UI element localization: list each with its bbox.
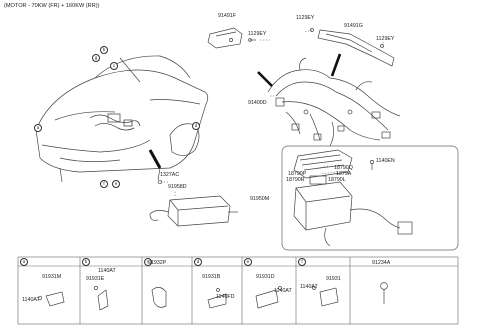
label-91400D: 91400D (248, 100, 267, 106)
table-letter-b: b (82, 258, 90, 266)
table-part-91932P: 91932P (148, 260, 167, 266)
detail-frame-91950M (281, 145, 459, 251)
label-1140EN: 1140EN (376, 158, 395, 164)
callout-e: e (112, 180, 120, 188)
label-91491F: 91491F (218, 13, 236, 19)
label-18790L: 18790L (328, 177, 346, 183)
part-91400D-main-harness (267, 57, 401, 147)
label-1879A: 1879A (336, 171, 352, 177)
part-91491F-bracket (207, 27, 256, 49)
label-91958D: 91958D (168, 184, 187, 190)
label-18790P: 18790P (288, 171, 307, 177)
leader-lines (160, 29, 384, 196)
label-91950M: 91950M (250, 196, 270, 202)
parts-table-frame (17, 256, 459, 325)
label-1129EY-mid: 1129EY (296, 15, 315, 21)
label-1129EY-left: 1129EY (248, 31, 267, 37)
table-part-91931E: 91931E (86, 276, 105, 282)
part-91491G-cover (310, 28, 395, 67)
table-part-1140AT-e: 1140AT (274, 288, 292, 294)
table-part-91931: 91931 (326, 276, 341, 282)
table-letter-d: d (194, 258, 202, 266)
label-91491G: 91491G (344, 23, 363, 29)
table-part-1140AT-a: 1140AT (22, 297, 40, 303)
pointer-arrow-lower (148, 149, 162, 169)
callout-f: f (100, 180, 108, 188)
pointer-arrow-upper-right (330, 53, 342, 77)
table-part-91931B: 91931B (202, 274, 221, 280)
table-part-91931D: 91931D (256, 274, 275, 280)
callout-g: g (92, 54, 100, 62)
table-part-1140AT-f: 1140AT (300, 284, 318, 290)
table-part-91234A: 91234A (372, 260, 391, 266)
label-1327AC: 1327AC (160, 172, 180, 178)
callout-d: d (192, 122, 200, 130)
table-letter-f: f (298, 258, 306, 266)
part-91950M-junction-block (293, 149, 413, 247)
engine-bay-harness (89, 113, 141, 131)
label-1129EY-right: 1129EY (376, 36, 395, 42)
table-letter-a: a (20, 258, 28, 266)
table-letter-e: e (244, 258, 252, 266)
table-part-91931M: 91931M (42, 274, 62, 280)
table-letter-c: c (144, 258, 152, 266)
label-18790R: 18790R (286, 177, 305, 183)
vehicle-body-outline (35, 55, 209, 183)
part-91958D-junction-box (149, 179, 238, 227)
label-18790Q: 18790Q (334, 165, 353, 171)
table-part-sketches (37, 282, 388, 311)
callout-a: a (34, 124, 42, 132)
table-part-1140AT-b: 1140AT (98, 268, 116, 274)
callout-b: b (100, 46, 108, 54)
diagram-caption: (MOTOR - 70KW (FR) + 160KW (RR)) (4, 3, 100, 9)
pointer-arrow-upper-left (257, 71, 273, 87)
table-part-1140FD: 1140FD (216, 294, 235, 300)
callout-c: c (110, 62, 118, 70)
